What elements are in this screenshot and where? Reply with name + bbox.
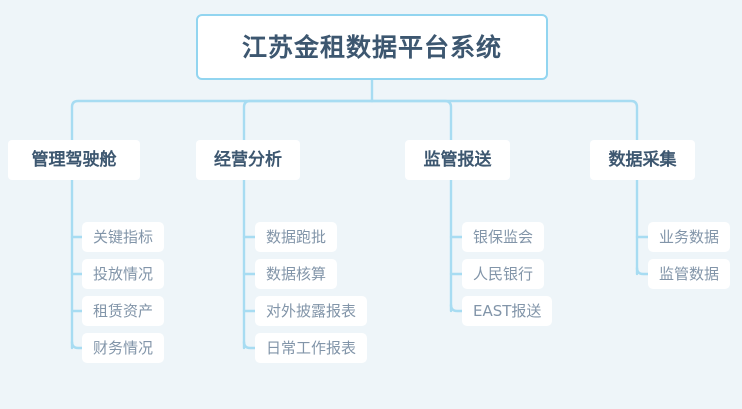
leaf-node-label: EAST报送 xyxy=(473,301,542,320)
leaf-node-label: 对外披露报表 xyxy=(266,301,357,320)
branch-node-data-collection[interactable]: 数据采集 xyxy=(590,140,695,180)
leaf-node-regulatory-data[interactable]: 监管数据 xyxy=(648,259,731,289)
connector-bus-branch-3 xyxy=(370,99,453,142)
leaf-node-daily-work-report[interactable]: 日常工作报表 xyxy=(255,333,368,363)
connector-leaf-3-3 xyxy=(449,303,464,313)
leaf-node-data-accounting[interactable]: 数据核算 xyxy=(255,259,338,289)
connector-bus-branch-2 xyxy=(242,99,374,142)
branch-node-label: 监管报送 xyxy=(423,149,492,170)
leaf-node-label: 监管数据 xyxy=(659,264,720,283)
leaf-node-leased-assets[interactable]: 租赁资产 xyxy=(82,296,165,326)
leaf-node-label: 日常工作报表 xyxy=(266,338,357,357)
leaf-node-external-disclosure-report[interactable]: 对外披露报表 xyxy=(255,296,368,326)
leaf-node-business-data[interactable]: 业务数据 xyxy=(648,222,731,252)
branch-node-regulatory-reporting[interactable]: 监管报送 xyxy=(405,140,510,180)
branch-node-label: 管理驾驶舱 xyxy=(31,149,117,170)
connector-leaf-4-2 xyxy=(635,266,650,276)
connector-bus-branch-1 xyxy=(70,99,374,142)
branch-node-label: 经营分析 xyxy=(214,149,282,170)
root-node-label: 江苏金租数据平台系统 xyxy=(241,32,502,62)
leaf-node-label: 数据跑批 xyxy=(266,227,327,246)
leaf-node-data-batch-run[interactable]: 数据跑批 xyxy=(255,222,338,252)
root-node-data-platform[interactable]: 江苏金租数据平台系统 xyxy=(196,14,548,80)
leaf-node-label: 数据核算 xyxy=(266,264,327,283)
leaf-node-label: 关键指标 xyxy=(93,227,154,246)
leaf-node-pboc[interactable]: 人民银行 xyxy=(462,259,545,289)
leaf-node-financial-status[interactable]: 财务情况 xyxy=(82,333,165,363)
leaf-node-key-indicators[interactable]: 关键指标 xyxy=(82,222,165,252)
connector-leaf-2-4 xyxy=(242,340,257,350)
leaf-node-label: 业务数据 xyxy=(659,227,720,246)
leaf-node-label: 银保监会 xyxy=(473,227,534,246)
branch-node-label: 数据采集 xyxy=(608,149,677,170)
leaf-node-label: 投放情况 xyxy=(93,264,154,283)
leaf-node-placement-status[interactable]: 投放情况 xyxy=(82,259,165,289)
branch-node-business-analysis[interactable]: 经营分析 xyxy=(196,140,300,180)
leaf-node-label: 财务情况 xyxy=(93,338,154,357)
branch-node-management-cockpit[interactable]: 管理驾驶舱 xyxy=(8,140,140,180)
leaf-node-label: 租赁资产 xyxy=(93,301,154,320)
connector-bus-branch-4 xyxy=(370,99,639,142)
leaf-node-cbirc[interactable]: 银保监会 xyxy=(462,222,545,252)
connector-leaf-1-4 xyxy=(70,340,84,350)
leaf-node-label: 人民银行 xyxy=(473,264,534,283)
leaf-node-east-reporting[interactable]: EAST报送 xyxy=(462,296,553,326)
